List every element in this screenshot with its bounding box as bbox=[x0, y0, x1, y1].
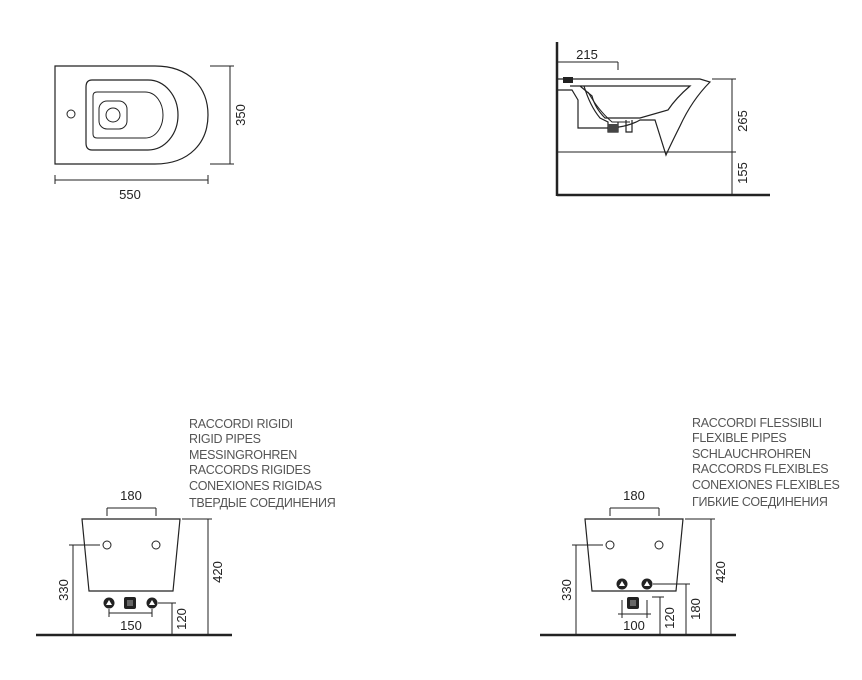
flexible-drain-height-label: 180 bbox=[688, 598, 703, 620]
rigid-note-6: ТВЕРДЫЕ СОЕДИНЕНИЯ bbox=[189, 496, 336, 510]
top-view-outline bbox=[54, 65, 209, 165]
top-view-drain bbox=[98, 100, 128, 130]
flexible-height-total-label: 420 bbox=[713, 561, 728, 583]
width-label: 550 bbox=[119, 187, 141, 202]
bowl-height-label: 265 bbox=[735, 110, 750, 132]
flexible-note-3: SCHLAUCHROHREN bbox=[692, 447, 811, 461]
flexible-front-outline bbox=[584, 518, 684, 592]
flexible-fixing-hole-right bbox=[654, 540, 664, 550]
rigid-front-outline bbox=[81, 518, 181, 592]
flexible-supply-height-label: 120 bbox=[662, 607, 677, 629]
rigid-pipes-view: RACCORDI RIGIDI RIGID PIPES MESSINGROHRE… bbox=[36, 417, 336, 637]
rigid-supply-spacing-label: 150 bbox=[120, 618, 142, 633]
setback-label: 215 bbox=[576, 47, 598, 62]
rigid-fixing-height-label: 330 bbox=[56, 579, 71, 601]
rigid-fixing-hole-right bbox=[151, 540, 161, 550]
rigid-fixing-hole-left bbox=[102, 540, 112, 550]
flexible-note-6: ГИБКИЕ СОЕДИНЕНИЯ bbox=[692, 495, 828, 509]
side-view-outline bbox=[558, 78, 712, 157]
flexible-fixing-hole-left bbox=[605, 540, 615, 550]
flexible-fixing-distance-label: 180 bbox=[623, 488, 645, 503]
flexible-supply-spacing-label: 100 bbox=[623, 618, 645, 633]
rigid-supply-height-label: 120 bbox=[174, 608, 189, 630]
side-view-bowl-inner bbox=[587, 91, 630, 123]
top-view-bowl-inner bbox=[92, 91, 164, 139]
flexible-fixing-height-label: 330 bbox=[559, 579, 574, 601]
rigid-note-4: RACCORDS RIGIDES bbox=[189, 463, 311, 477]
side-view: 215 265 155 bbox=[555, 42, 770, 197]
rigid-note-3: MESSINGROHREN bbox=[189, 448, 297, 462]
top-view-bowl bbox=[85, 79, 179, 151]
rigid-note-1: RACCORDI RIGIDI bbox=[189, 417, 293, 431]
side-view-bowl bbox=[570, 85, 692, 119]
flexible-note-5: CONEXIONES FLEXIBLES bbox=[692, 478, 840, 492]
flexible-pipes-view: RACCORDI FLESSIBILI FLEXIBLE PIPES SCHLA… bbox=[540, 416, 840, 637]
top-view-drain-inner bbox=[105, 107, 121, 123]
flexible-note-4: RACCORDS FLEXIBLES bbox=[692, 462, 828, 476]
floor-clearance-label: 155 bbox=[735, 162, 750, 184]
depth-label: 350 bbox=[233, 104, 248, 126]
top-view: 350 550 bbox=[54, 65, 248, 202]
supply-connector-icon bbox=[608, 124, 618, 132]
rigid-fixing-distance-label: 180 bbox=[120, 488, 142, 503]
flexible-note-2: FLEXIBLE PIPES bbox=[692, 431, 786, 445]
wall-fixing-icon bbox=[563, 77, 573, 83]
rigid-height-total-label: 420 bbox=[210, 561, 225, 583]
rigid-note-5: CONEXIONES RIGIDAS bbox=[189, 479, 322, 493]
tap-hole-icon bbox=[66, 109, 76, 119]
flexible-note-1: RACCORDI FLESSIBILI bbox=[692, 416, 822, 430]
rigid-note-2: RIGID PIPES bbox=[189, 432, 261, 446]
